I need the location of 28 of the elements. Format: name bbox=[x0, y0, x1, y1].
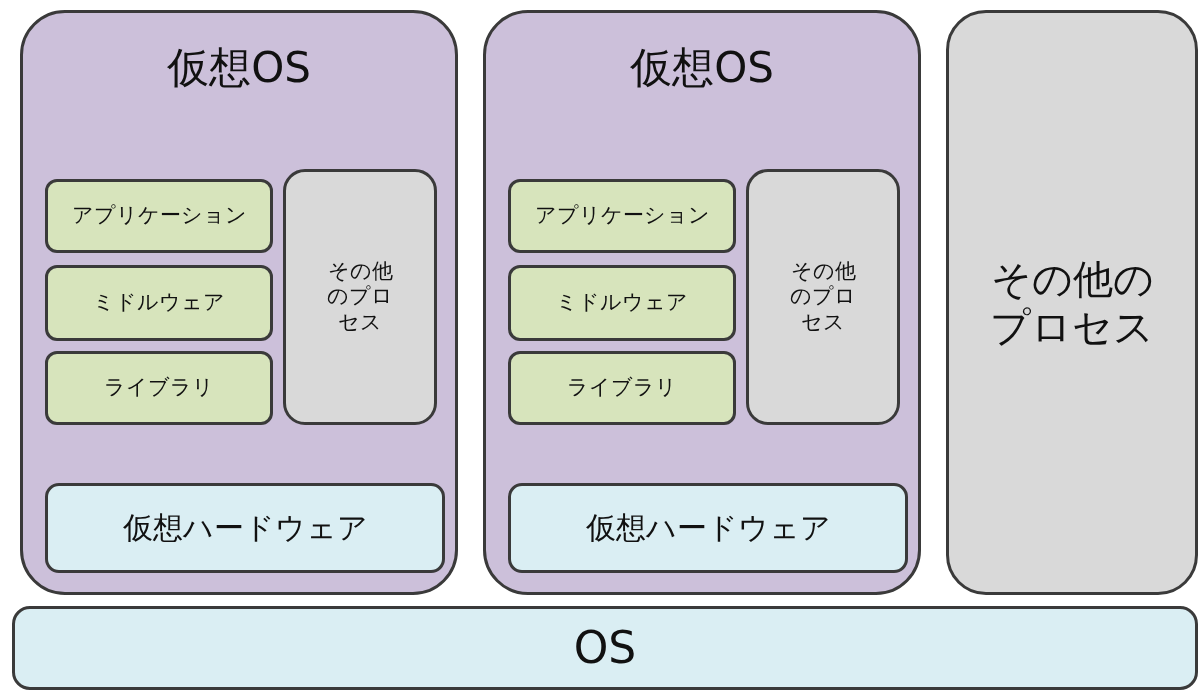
box-label: ライブラリ bbox=[567, 375, 677, 401]
box-label: OS bbox=[573, 621, 637, 675]
panel-title: 仮想OS bbox=[167, 43, 311, 94]
virtual-os-panel bbox=[483, 10, 921, 595]
os-bar bbox=[12, 606, 1198, 690]
box-label: 仮想ハードウェア bbox=[585, 510, 831, 546]
software-layer-box bbox=[508, 351, 736, 425]
panel-title: 仮想OS bbox=[630, 43, 774, 94]
box-label: アプリケーション bbox=[71, 203, 247, 229]
virtual-os-panel bbox=[20, 10, 458, 595]
box-label: その他のプロセス bbox=[990, 254, 1154, 351]
process-panel bbox=[946, 10, 1198, 595]
box-label: その他のプロセス bbox=[789, 259, 857, 335]
box-label: 仮想ハードウェア bbox=[122, 510, 368, 546]
software-layer-box bbox=[45, 265, 273, 341]
box-label: アプリケーション bbox=[534, 203, 710, 229]
software-layer-box bbox=[508, 265, 736, 341]
box-label: ライブラリ bbox=[104, 375, 214, 401]
box-label: ミドルウェア bbox=[556, 290, 688, 316]
virtual-hardware-box bbox=[508, 483, 908, 573]
software-layer-box bbox=[45, 351, 273, 425]
process-box bbox=[283, 169, 437, 425]
software-layer-box bbox=[508, 179, 736, 253]
box-label: その他のプロセス bbox=[326, 259, 394, 335]
virtual-hardware-box bbox=[45, 483, 445, 573]
box-label: ミドルウェア bbox=[93, 290, 225, 316]
software-layer-box bbox=[45, 179, 273, 253]
process-box bbox=[746, 169, 900, 425]
